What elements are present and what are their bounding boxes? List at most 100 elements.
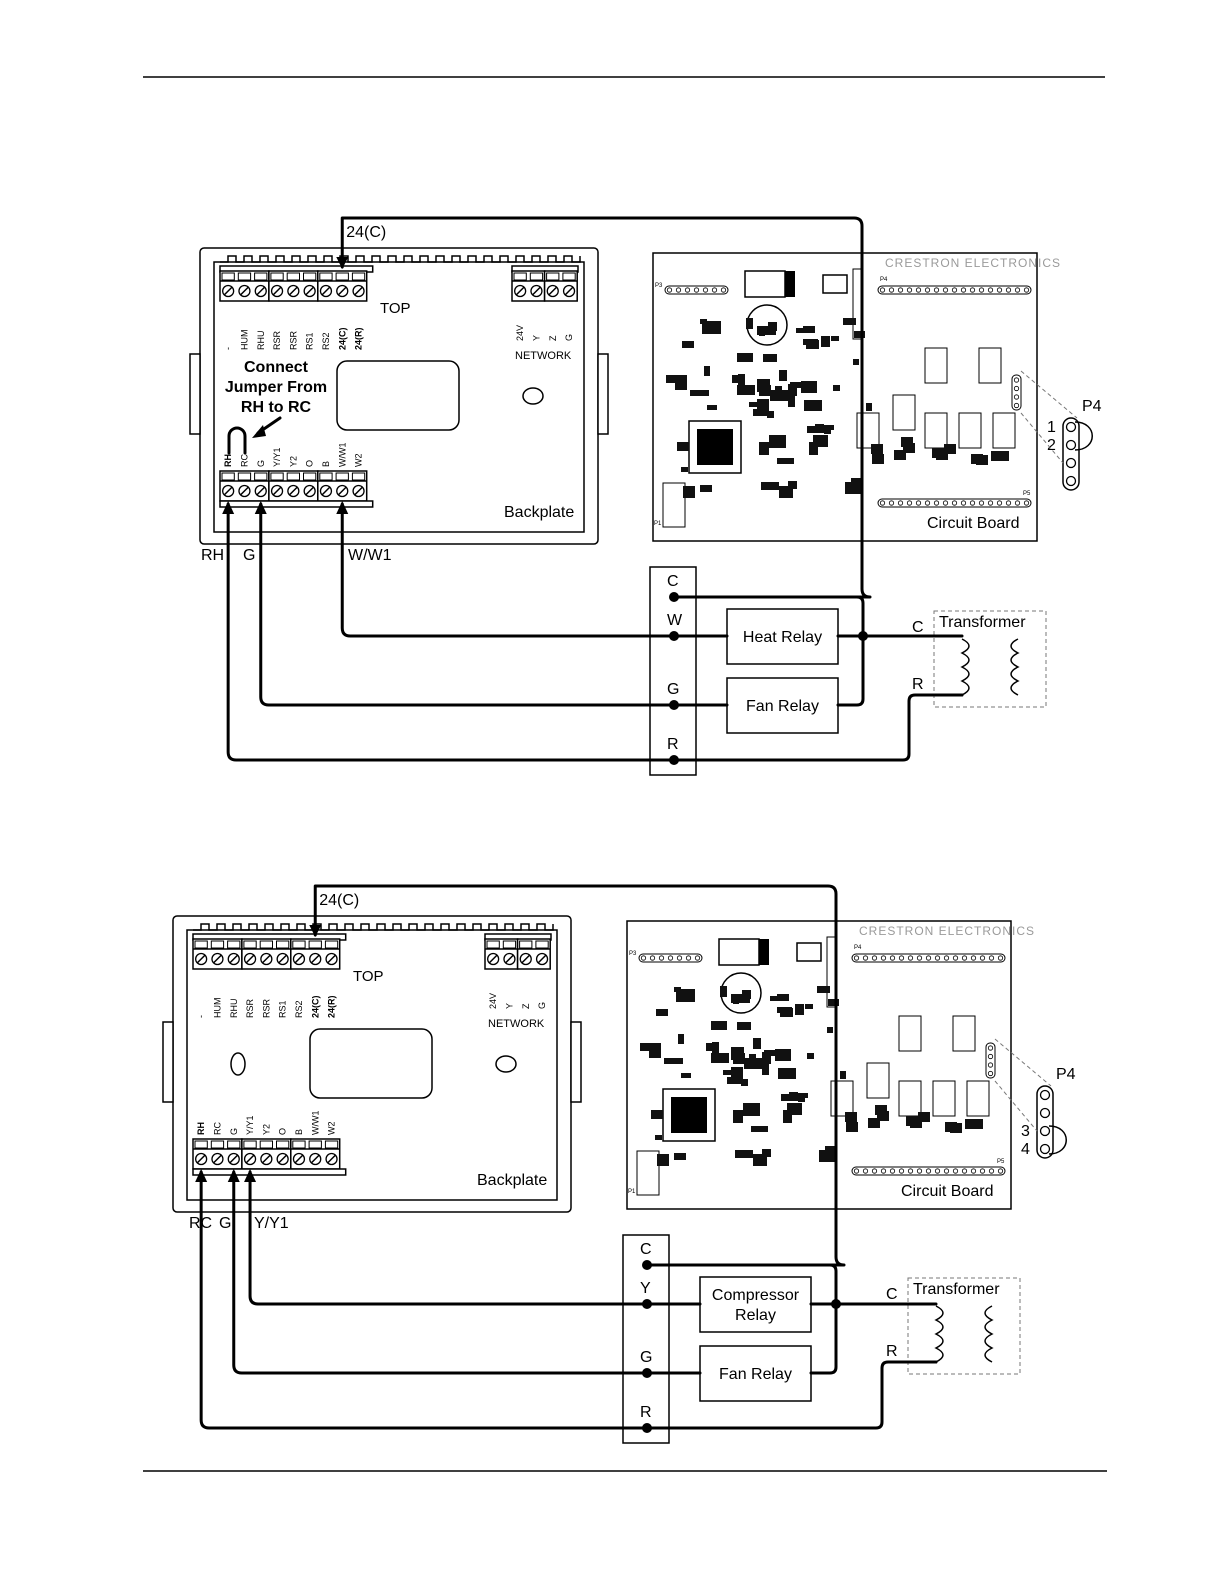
smd-chip	[783, 1110, 792, 1123]
terminal-slot	[303, 272, 317, 281]
smd-chip	[681, 1073, 691, 1078]
primary-coil-icon	[934, 1305, 944, 1363]
smd-chip	[789, 1092, 798, 1100]
top-terminal-label: 24(C)	[337, 327, 347, 350]
smd-chip	[824, 427, 831, 434]
backplate-window	[309, 1028, 433, 1099]
mounting-hole-left	[230, 1052, 246, 1076]
smd-chip	[777, 1007, 792, 1013]
jumper-note-line: Connect	[244, 359, 309, 376]
wire-c-bus	[645, 1263, 838, 1375]
smd-chip	[763, 354, 777, 362]
smd-chip	[803, 339, 818, 345]
smd-chip	[777, 458, 794, 464]
pin	[889, 955, 896, 961]
p4-jumper-shunt	[1074, 421, 1093, 451]
header-p3-label: P3	[629, 951, 637, 957]
arrow-head-24c	[336, 257, 349, 269]
terminal-slot	[237, 472, 252, 481]
smd-chip	[704, 366, 710, 376]
pin	[667, 955, 674, 961]
terminal-slot	[286, 472, 301, 481]
smd-chip	[711, 1053, 729, 1063]
smd-chip	[777, 994, 789, 1001]
wire-label-24c: 24(C)	[346, 224, 386, 241]
pin	[906, 500, 913, 506]
smd-chip	[944, 444, 956, 454]
smd-chip	[682, 341, 694, 348]
capacitor	[744, 270, 786, 298]
screw-slot	[305, 286, 315, 296]
relay-label: Relay	[735, 1307, 776, 1324]
mounting-hole-right	[495, 1055, 517, 1073]
screw-slot	[196, 1154, 206, 1164]
strip-terminal-label: R	[640, 1404, 652, 1421]
smd-chip	[759, 442, 769, 455]
connector-p1	[662, 482, 686, 528]
wire-24c	[340, 216, 872, 599]
header-p1-label: P1	[628, 1189, 636, 1195]
relay-block	[898, 1080, 922, 1117]
smd-chip	[651, 1110, 663, 1119]
side-clip-right	[570, 1021, 582, 1103]
pin	[649, 955, 656, 961]
bottom-terminal-block-3	[290, 1138, 341, 1170]
side-clip-left	[162, 1021, 174, 1103]
pin	[961, 1168, 968, 1174]
relay-outline	[699, 1345, 812, 1402]
terminal-slot	[227, 940, 241, 949]
screw-slot	[564, 286, 574, 296]
top-terminal-block-3	[317, 270, 368, 302]
screw-slot	[294, 954, 304, 964]
pin	[871, 955, 878, 961]
bottom-terminal-label: RC	[239, 454, 249, 467]
pin	[897, 287, 904, 293]
bottom-terminal-label: RC	[212, 1122, 222, 1135]
bottom-terminal-block-2	[241, 1138, 292, 1170]
smd-chip	[732, 375, 741, 383]
smd-chip	[744, 1058, 762, 1069]
smd-chip	[866, 403, 872, 411]
smd-chip	[809, 442, 818, 455]
top-terminal-block-1	[192, 938, 243, 970]
screw-slot	[327, 954, 337, 964]
thermostat-wire-3	[248, 1170, 649, 1306]
smd-chip	[788, 384, 797, 396]
screw-slot	[305, 486, 315, 496]
backplate-window	[336, 360, 460, 431]
terminal-slot	[351, 272, 366, 281]
circuit-board-outline	[652, 252, 1038, 542]
pin	[996, 287, 1003, 293]
top-terminal-label: -	[196, 1015, 206, 1018]
pin	[906, 287, 913, 293]
smd-chip	[851, 478, 862, 491]
header-p5-label: P5	[997, 1159, 1005, 1165]
terminal-slot	[292, 1140, 306, 1149]
smd-chip	[827, 1027, 833, 1033]
smd-chip	[997, 451, 1009, 461]
relay-block	[978, 347, 1002, 384]
relay-block	[892, 394, 916, 431]
wire-label-terminal: G	[219, 1215, 231, 1232]
p4-pin-number: 4	[1021, 1141, 1030, 1158]
top-terminal-label: RHU	[229, 999, 239, 1019]
smd-chip	[805, 1004, 813, 1009]
smd-chip	[854, 331, 865, 338]
pin	[685, 955, 692, 961]
screw-slot	[278, 1154, 288, 1164]
backplate-label: Backplate	[504, 504, 574, 521]
circuit-board-label: Circuit Board	[901, 1183, 993, 1200]
screw-slot	[531, 286, 541, 296]
smd-chip	[677, 442, 689, 451]
pin	[862, 955, 869, 961]
junction-dot	[858, 631, 868, 641]
pin	[942, 500, 949, 506]
board-brand-text: CRESTRON ELECTRONICS	[885, 256, 1061, 270]
thermostat-wire-2	[232, 1170, 649, 1375]
terminal-slot	[351, 472, 366, 481]
relay-box-1: Heat Relay	[726, 608, 839, 665]
mounting-hole-right	[522, 387, 544, 405]
smd-chip	[676, 989, 695, 1002]
header-p4-label: P4	[880, 277, 888, 283]
side-clip-left	[189, 353, 201, 435]
